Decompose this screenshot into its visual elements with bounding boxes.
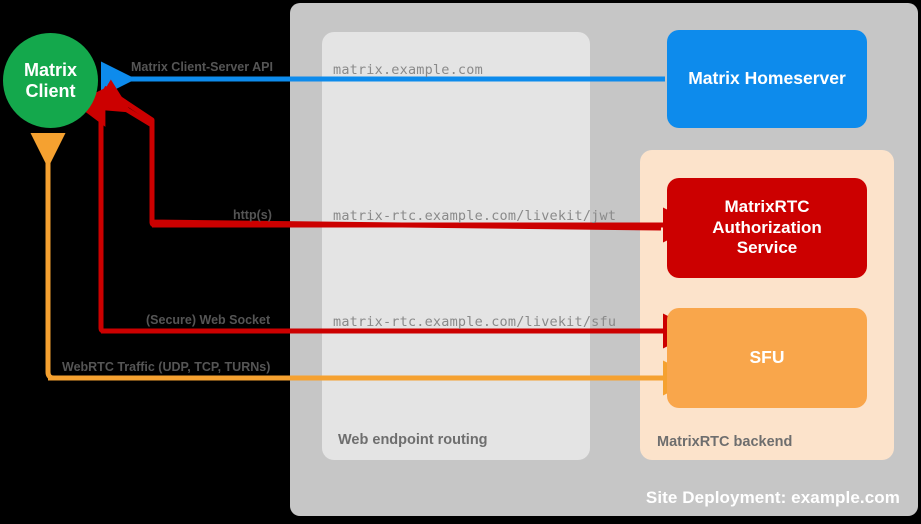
- endpoint-livekit-sfu: matrix-rtc.example.com/livekit/sfu: [333, 314, 617, 330]
- auth-service-label-line2: Authorization: [712, 217, 822, 237]
- endpoint-matrix-example-com: matrix.example.com: [333, 62, 483, 78]
- auth-service-label-line1: MatrixRTC: [724, 196, 810, 216]
- protocol-label-websocket: (Secure) Web Socket: [146, 313, 271, 327]
- node-matrixrtc-authorization-service[interactable]: MatrixRTC Authorization Service: [667, 178, 867, 278]
- node-matrix-homeserver[interactable]: Matrix Homeserver: [667, 30, 867, 128]
- protocol-label-https: http(s): [233, 208, 272, 222]
- web-endpoint-routing-caption: Web endpoint routing: [338, 432, 488, 448]
- wire-webrtc-to-client: [30, 133, 663, 381]
- wire-jwt-outbound: [102, 85, 662, 231]
- protocol-label-webrtc: WebRTC Traffic (UDP, TCP, TURNs): [62, 360, 271, 374]
- endpoint-livekit-jwt: matrix-rtc.example.com/livekit/jwt: [333, 208, 617, 224]
- sfu-label: SFU: [749, 347, 785, 368]
- matrixrtc-backend-caption: MatrixRTC backend: [657, 434, 793, 450]
- web-endpoint-routing-container: Web endpoint routing: [322, 32, 590, 460]
- node-matrix-client[interactable]: Matrix Client: [3, 33, 98, 128]
- auth-service-label-line3: Service: [736, 238, 798, 258]
- matrix-client-label-line2: Client: [25, 80, 76, 101]
- matrix-client-label-line1: Matrix: [23, 59, 77, 80]
- protocol-label-client-server-api: Matrix Client-Server API: [131, 60, 273, 74]
- matrix-homeserver-label: Matrix Homeserver: [688, 68, 846, 89]
- wire-jwt-to-client: [92, 79, 663, 228]
- node-sfu[interactable]: SFU: [667, 308, 867, 408]
- site-deployment-caption: Site Deployment: example.com: [645, 488, 900, 507]
